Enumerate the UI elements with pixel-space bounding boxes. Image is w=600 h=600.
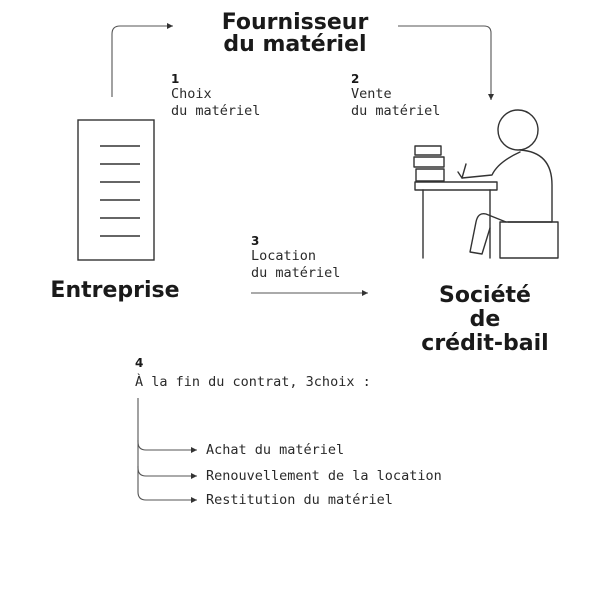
step-2-number: 2 — [351, 72, 360, 86]
step-2-label: Vente du matériel — [351, 86, 440, 120]
step-1-number: 1 — [171, 72, 180, 86]
lessor-heading-line3: crédit-bail — [421, 331, 549, 357]
lessor-heading: Société de crédit-bail — [385, 283, 585, 357]
building-icon — [77, 119, 155, 261]
step-1-label-line2: du matériel — [171, 102, 261, 119]
person-at-desk-icon — [413, 109, 559, 259]
step-2-label-line1: Vente — [351, 86, 392, 102]
supplier-heading-line1: Fournisseur — [221, 10, 369, 35]
step-4-number: 4 — [135, 356, 144, 370]
choice-return: Restitution du matériel — [206, 492, 393, 508]
supplier-heading: Fournisseur du matériel — [180, 12, 410, 56]
step-1-label-line1: Choix — [171, 86, 212, 102]
choice-purchase: Achat du matériel — [206, 442, 345, 458]
choice-renewal: Renouvellement de la location — [206, 468, 442, 484]
step-1-label: Choix du matériel — [171, 86, 260, 120]
step-3-label-line2: du matériel — [251, 264, 341, 281]
arrow-enterprise-to-supplier — [111, 23, 173, 97]
step-3-number: 3 — [251, 234, 260, 248]
lessor-heading-line2: de — [469, 307, 501, 333]
step-3-label: Location du matériel — [251, 248, 340, 282]
enterprise-heading: Entreprise — [50, 278, 180, 303]
step-3-label-line1: Location — [251, 248, 317, 264]
lessor-heading-line1: Société — [439, 283, 531, 308]
choices-bracket — [137, 398, 197, 503]
arrow-supplier-to-lessor — [398, 25, 494, 100]
step-4-label: À la fin du contrat, 3choix : — [135, 374, 371, 390]
supplier-heading-line2: du matériel — [223, 32, 367, 57]
step-2-label-line2: du matériel — [351, 102, 441, 119]
